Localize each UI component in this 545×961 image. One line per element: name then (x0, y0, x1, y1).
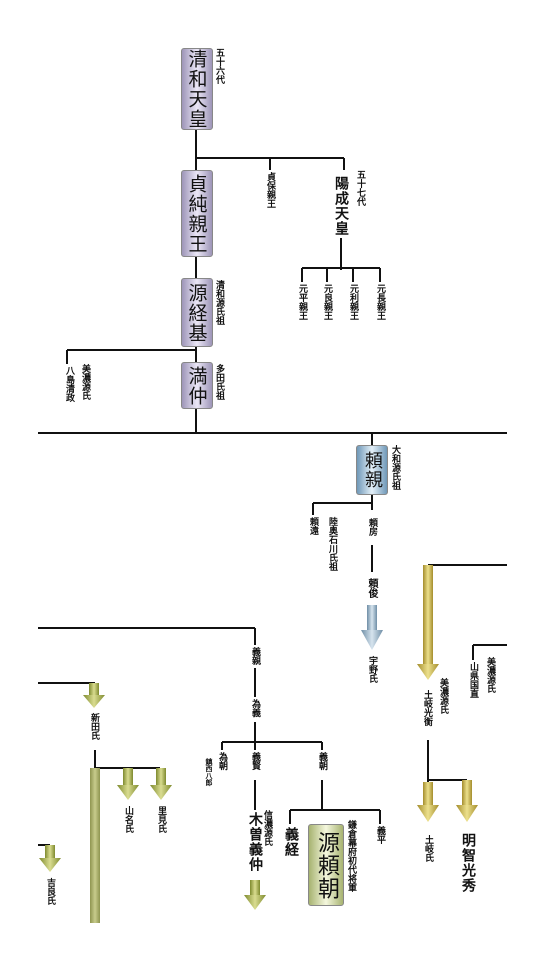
person-yorishige-name: 頼房 (367, 518, 377, 536)
person-sadayasu-name: 貞保親王 (265, 172, 275, 208)
person-motoyoshi-name: 元良親王 (322, 284, 332, 320)
person-tsunemoto-name: 源経基 (185, 282, 208, 343)
person-yoritoo-name: 頼遠 (308, 517, 318, 535)
person-yoshihira-name: 義平 (375, 826, 385, 844)
person-yamana-name: 山名氏 (123, 806, 133, 833)
person-hachijima-name: 八島清政 (64, 366, 74, 402)
person-yoshitomo-name: 義朝 (317, 752, 327, 770)
person-mitsunaka-name: 満仲 (185, 365, 208, 406)
arrow-yamana (117, 768, 139, 800)
person-kiso-name: 木曽義仲 (247, 812, 263, 872)
arrow-toki-mitsuhira (417, 565, 439, 680)
person-sadazumi-box: 貞純親王 (181, 170, 213, 257)
connector-lines (38, 128, 507, 846)
arrow-akechi (456, 780, 478, 822)
note-yoritomo: 鎌倉幕府初代将軍 (346, 820, 356, 892)
person-motohira-name: 元平親王 (297, 284, 307, 320)
arrow-nitta (83, 683, 105, 708)
person-motonaga-name: 元長親王 (375, 284, 385, 320)
person-yoshitsune-name: 義経 (283, 827, 299, 857)
note-yorichika: 大和源氏祖 (390, 445, 400, 490)
note-tametomo: 鎮西八郎 (205, 758, 213, 786)
person-yorichika-name: 頼親 (362, 451, 383, 489)
note-yamagata: 美濃源氏 (485, 657, 495, 693)
arrow-uno (361, 605, 383, 650)
person-sadazumi-name: 貞純親王 (185, 173, 208, 254)
person-toki-name: 土岐氏 (423, 835, 433, 862)
person-mototoshi-name: 元利親王 (348, 284, 358, 320)
arrow-nitta-trunk (90, 768, 100, 923)
note-kiso: 信濃源氏 (262, 810, 272, 846)
arrow-satomi (150, 768, 172, 800)
person-yozei-name: 陽成天皇 (333, 176, 349, 236)
note-tsunemoto: 清和源氏祖 (214, 280, 224, 325)
note-mitsunaka: 多田氏祖 (214, 364, 224, 400)
person-nitta-name: 新田氏 (89, 713, 99, 740)
person-yoshikata-name: 義賢 (250, 752, 260, 770)
arrow-toki (417, 782, 439, 822)
person-yoritoshi-name: 頼俊 (366, 578, 377, 598)
person-tsunemoto-box: 源経基 (181, 278, 213, 347)
person-tameyoshi-name: 為義 (250, 699, 260, 717)
person-satomi-name: 里見氏 (156, 806, 166, 833)
arrow-kira (39, 845, 61, 872)
person-uno-name: 宇野氏 (367, 656, 377, 683)
note-hachijima: 美濃源氏 (80, 364, 90, 400)
person-yoshichika-name: 義親 (250, 647, 260, 665)
person-toki-mitsuhira-name: 土岐光衡 (422, 690, 432, 726)
person-mitsunaka-box: 満仲 (181, 362, 213, 409)
note-yozei: 五十七代 (355, 170, 365, 206)
person-tametomo-name: 為朝 (217, 752, 227, 770)
person-yoritomo-name: 源頼朝 (314, 830, 339, 900)
person-ishikawa-name: 陸奥石川氏祖 (327, 517, 337, 571)
person-seiwa-box: 清和天皇 (181, 48, 213, 130)
note-toki-mitsuhira: 美濃源氏 (438, 678, 448, 714)
person-seiwa-name: 清和天皇 (185, 49, 208, 129)
person-yoritomo-box: 源頼朝 (308, 824, 344, 906)
person-yorichika-box: 頼親 (356, 445, 388, 495)
arrow-kiso (244, 880, 266, 910)
person-akechi-name: 明智光秀 (460, 833, 476, 893)
person-kira-name: 吉良氏 (45, 878, 55, 905)
note-seiwa: 五十六代 (214, 48, 224, 84)
person-yamagata-name: 山県国直 (468, 662, 478, 698)
